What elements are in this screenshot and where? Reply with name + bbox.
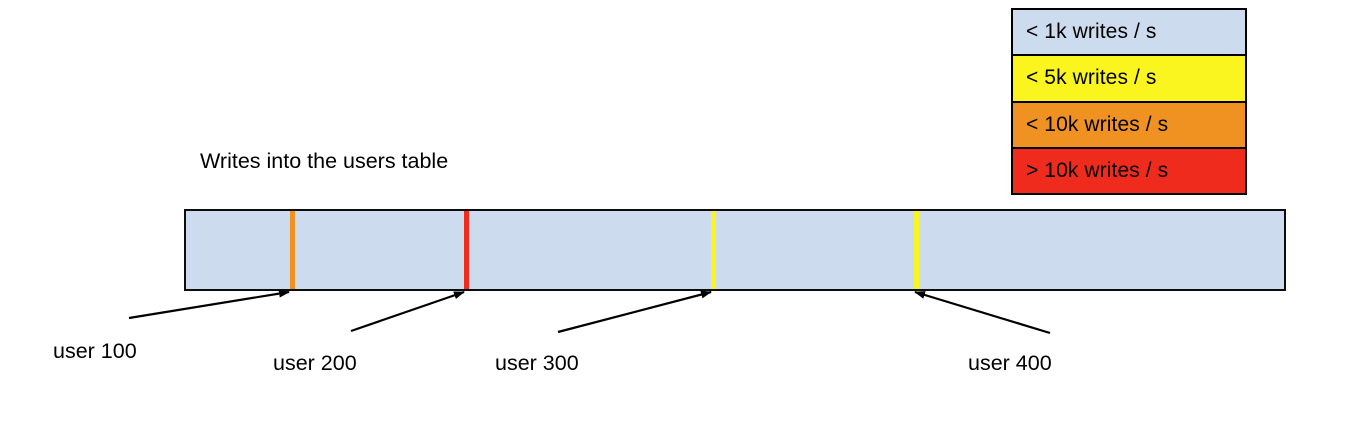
stripe-user-100	[290, 211, 295, 289]
legend-row-under-5k: < 5k writes / s	[1013, 56, 1245, 103]
bar-inner	[186, 211, 1284, 289]
arrow-user-300	[557, 290, 712, 334]
stripe-user-400	[914, 211, 919, 289]
legend-row-under-1k: < 1k writes / s	[1013, 10, 1245, 57]
arrow-user-400	[914, 290, 1051, 335]
arrow-user-200	[350, 290, 465, 333]
legend-label-under-5k: < 5k writes / s	[1026, 66, 1157, 90]
stripe-user-300	[711, 211, 716, 289]
legend-row-over-10k: > 10k writes / s	[1013, 148, 1245, 193]
write-rate-legend: < 1k writes / s < 5k writes / s < 10k wr…	[1011, 8, 1247, 195]
legend-label-under-1k: < 1k writes / s	[1026, 20, 1157, 44]
label-user-300: user 300	[495, 351, 579, 375]
users-table-keyrange-bar	[184, 209, 1286, 291]
chart-title: Writes into the users table	[200, 149, 449, 173]
label-user-400: user 400	[968, 351, 1052, 375]
label-user-200: user 200	[273, 351, 357, 375]
label-user-100: user 100	[53, 339, 137, 363]
legend-row-under-10k: < 10k writes / s	[1013, 102, 1245, 149]
legend-label-over-10k: > 10k writes / s	[1026, 158, 1169, 182]
stripe-user-200	[464, 211, 469, 289]
legend-label-under-10k: < 10k writes / s	[1026, 112, 1169, 136]
arrow-user-100	[128, 289, 290, 320]
